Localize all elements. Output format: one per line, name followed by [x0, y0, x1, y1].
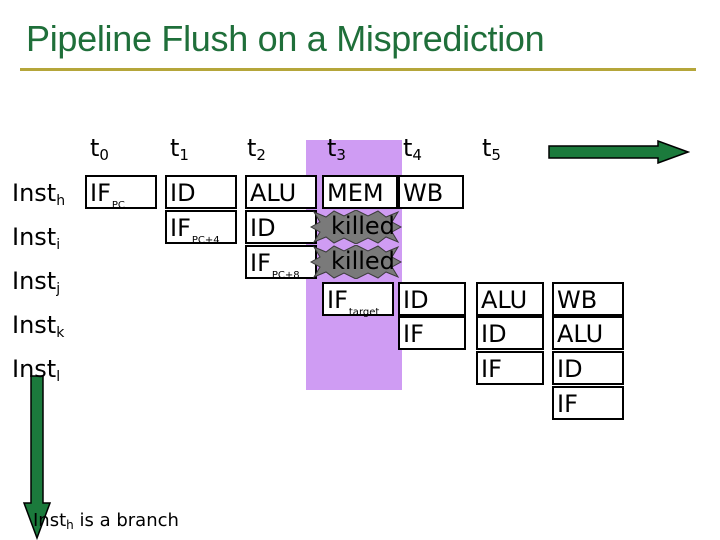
stage-h-t0-if: IFPC [85, 175, 157, 211]
instruction-order-arrow [22, 375, 52, 540]
time-label-t1: t1 [170, 134, 189, 164]
stage-m-t5-if: IF [476, 351, 544, 385]
stage-h-t1-id: ID [165, 175, 237, 209]
stage-k-t6-wb: WB [552, 282, 624, 316]
stage-n-t6-if: IF [552, 386, 624, 420]
time-label-t3: t3 [327, 134, 346, 164]
instruction-label-j: Instj [12, 267, 61, 297]
stage-k-t4-id: ID [398, 282, 466, 316]
instruction-label-h: Insth [12, 179, 66, 209]
instruction-label-i: Insti [12, 223, 61, 253]
time-label-t0: t0 [90, 134, 109, 164]
stage-h-t2-alu: ALU [245, 175, 317, 209]
stage-i-t1-if: IFPC+4 [165, 210, 237, 246]
stage-j-t2-if: IFPC+8 [245, 245, 317, 281]
stage-m-t6-id: ID [552, 351, 624, 385]
time-label-t4: t4 [403, 134, 422, 164]
title-underline [20, 68, 696, 71]
stage-i-t3-killed: killed [331, 212, 395, 240]
stage-j-t3-killed: killed [331, 247, 395, 275]
branch-note: Insth is a branch [33, 510, 179, 532]
stage-k-t3-if: IFtarget [322, 282, 394, 318]
slide-title: Pipeline Flush on a Misprediction [26, 18, 545, 59]
time-arrow [548, 140, 690, 164]
stage-l-t5-id: ID [476, 316, 544, 350]
stage-k-t5-alu: ALU [476, 282, 544, 316]
instruction-label-l: Instl [12, 355, 61, 385]
time-label-t2: t2 [247, 134, 266, 164]
killed-burst-icon [310, 245, 402, 279]
stage-h-t3-mem: MEM [322, 175, 398, 209]
stage-i-t2-id: ID [245, 210, 317, 244]
instruction-label-k: Instk [12, 311, 65, 341]
instruction-list: Insth Insti Instj Instk Instl [12, 175, 65, 395]
stage-l-t6-alu: ALU [552, 316, 624, 350]
stage-l-t4-if: IF [398, 316, 466, 350]
killed-burst-icon [310, 210, 402, 244]
stage-h-t4-wb: WB [398, 175, 464, 209]
time-label-t5: t5 [482, 134, 501, 164]
